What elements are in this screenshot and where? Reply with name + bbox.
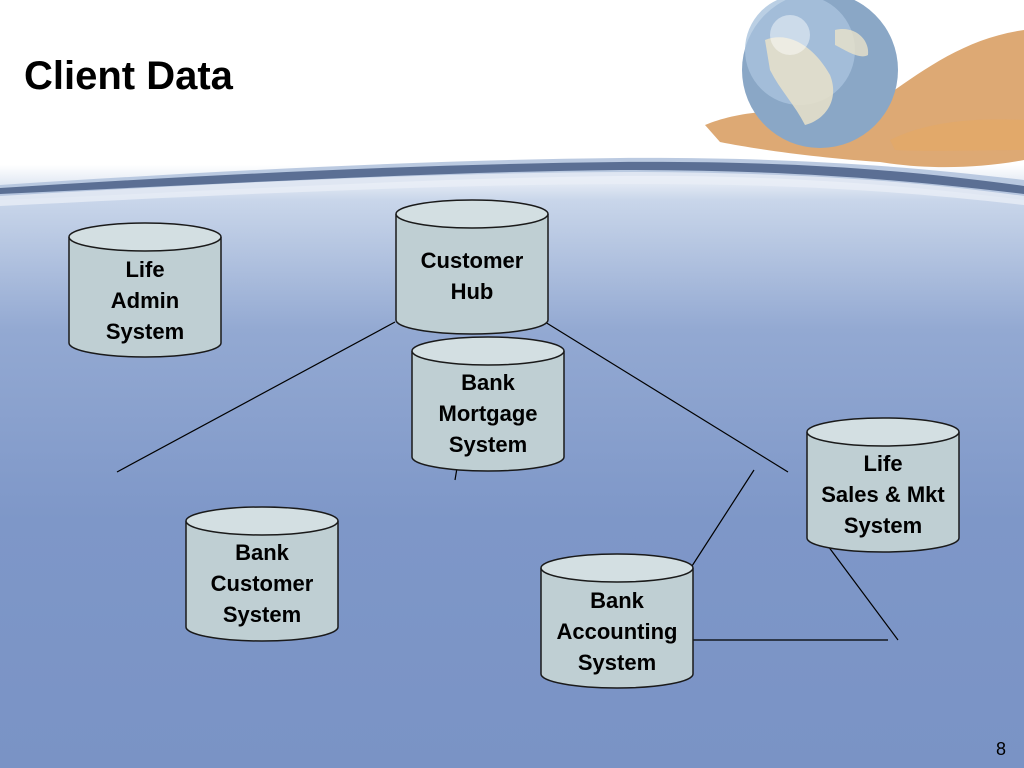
label-line: Bank (235, 540, 289, 565)
label-line: System (577, 650, 657, 675)
cylinder-label: Customer Hub (395, 245, 549, 307)
cylinder-label: Bank Customer System (185, 537, 339, 630)
cylinder-shape (411, 336, 565, 472)
cylinder-life-admin: Life Admin System (68, 222, 222, 358)
page-number: 8 (995, 739, 1006, 759)
label-line: System (222, 602, 302, 627)
cylinder-life-sales: Life Sales & Mkt System (806, 417, 960, 553)
cylinder-label: Life Admin System (68, 254, 222, 347)
connector-hub-to-left (116, 321, 396, 473)
cylinder-shape (540, 553, 694, 689)
connector-accounting-to-fork (691, 469, 755, 567)
cylinder-label: Bank Accounting System (540, 585, 694, 678)
label-line: Customer (420, 248, 524, 273)
cylinder-bank-mortgage: Bank Mortgage System (411, 336, 565, 472)
connector-hub-to-right (544, 321, 789, 473)
label-line: System (843, 513, 923, 538)
label-line: Accounting (556, 619, 678, 644)
label-line: Hub (450, 279, 494, 304)
connector-lifesales-to-corner (827, 545, 899, 641)
label-line: System (448, 432, 528, 457)
slide-title: Client Data (24, 54, 233, 98)
cylinder-shape (185, 506, 339, 642)
label-line: System (105, 319, 185, 344)
label-line: Admin (110, 288, 180, 313)
label-line: Bank (590, 588, 644, 613)
label-line: Life (863, 451, 903, 476)
globe-in-hand-image (705, 0, 1024, 168)
cylinder-bank-accounting: Bank Accounting System (540, 553, 694, 689)
cylinder-customer-hub: Customer Hub (395, 199, 549, 335)
label-line: Bank (461, 370, 515, 395)
label-line: Mortgage (438, 401, 538, 426)
cylinder-bank-customer: Bank Customer System (185, 506, 339, 642)
cylinder-label: Bank Mortgage System (411, 367, 565, 460)
cylinder-shape (395, 199, 549, 335)
cylinder-shape (68, 222, 222, 358)
label-line: Sales & Mkt (821, 482, 945, 507)
cylinder-label: Life Sales & Mkt System (806, 448, 960, 541)
label-line: Life (125, 257, 165, 282)
cylinder-shape (806, 417, 960, 553)
label-line: Customer (210, 571, 314, 596)
